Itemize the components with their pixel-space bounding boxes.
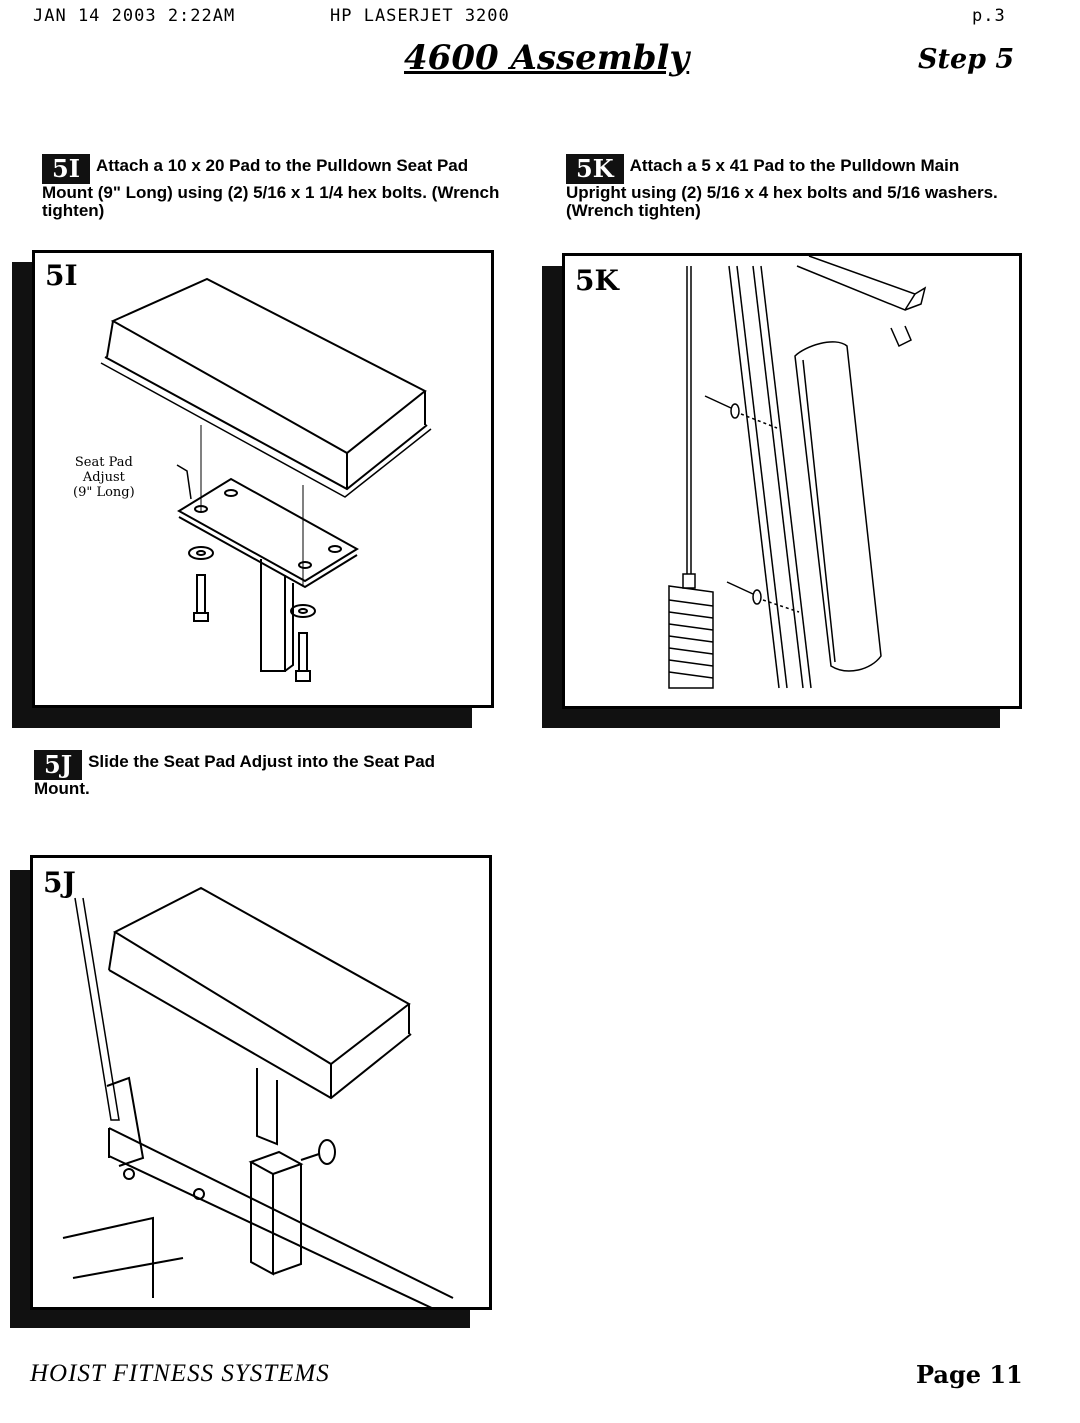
- instruction-text-5k: Attach a 5 x 41 Pad to the Pulldown Main…: [566, 156, 998, 220]
- fax-timestamp: JAN 14 2003 2:22AM: [33, 6, 236, 26]
- page-title: 4600 Assembly: [404, 38, 690, 78]
- main-upright-pad-illustration: [668, 256, 927, 689]
- panel-5k: 5K: [562, 253, 1022, 709]
- page-number: Page 11: [916, 1360, 1023, 1389]
- step-number: Step 5: [918, 44, 1015, 75]
- seat-pad-callout: Seat Pad Adjust (9" Long): [73, 455, 135, 500]
- step-badge-5k: 5K: [566, 154, 624, 184]
- seat-pad-assembly-illustration: [100, 277, 432, 682]
- instruction-text-5i: Attach a 10 x 20 Pad to the Pulldown Sea…: [42, 156, 500, 220]
- seat-pad-adjust-illustration: [62, 886, 454, 1307]
- instruction-text-5j: Slide the Seat Pad Adjust into the Seat …: [34, 752, 436, 798]
- step-badge-5i: 5I: [42, 154, 90, 184]
- fax-page: p.3: [972, 6, 1006, 26]
- panel-label-5j: 5J: [43, 866, 76, 899]
- callout-line-3: (9" Long): [73, 485, 135, 500]
- callout-line-2: Adjust: [82, 470, 125, 485]
- step-badge-5j: 5J: [34, 750, 83, 780]
- panel-5j: 5J: [30, 855, 492, 1310]
- callout-line-1: Seat Pad: [74, 455, 133, 470]
- company-name: HOIST FITNESS SYSTEMS: [30, 1360, 330, 1387]
- fax-device: HP LASERJET 3200: [330, 6, 510, 26]
- panel-5i: 5I Seat Pad Adjust (9" Long): [32, 250, 494, 708]
- panel-label-5k: 5K: [575, 264, 619, 297]
- panel-label-5i: 5I: [45, 259, 78, 292]
